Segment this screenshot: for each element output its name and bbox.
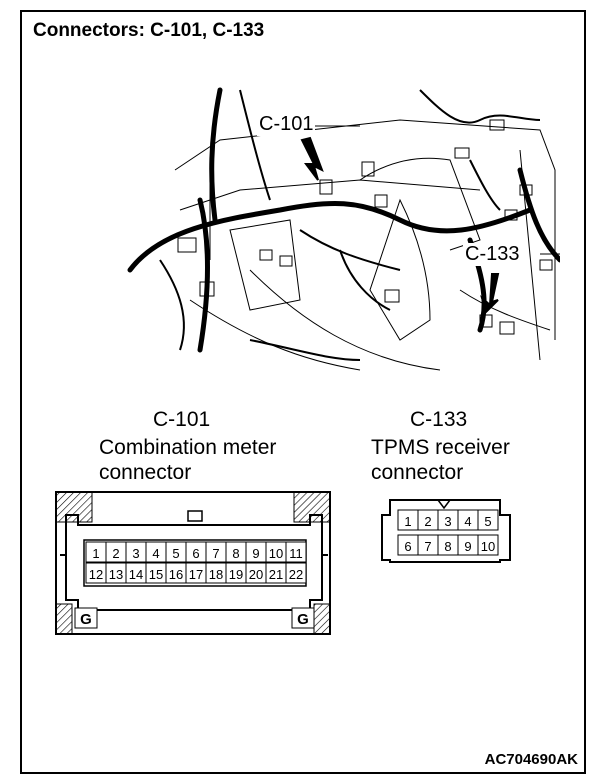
c101-callout-label: C-101 xyxy=(257,113,316,136)
pin-number: 21 xyxy=(269,567,283,582)
pin-number: 5 xyxy=(484,514,491,529)
pin-number: 11 xyxy=(289,546,303,561)
figure-id: AC704690AK xyxy=(484,751,578,768)
pin-number: 10 xyxy=(481,539,495,554)
pin-number: 5 xyxy=(172,546,179,561)
pin-number: 18 xyxy=(209,567,223,582)
c101-name-label: Combination meter xyxy=(99,436,277,459)
c133-callout-label: C-133 xyxy=(463,243,522,266)
pin-number: 4 xyxy=(464,514,471,529)
c133-name-label-2: connector xyxy=(371,461,464,484)
pin-number: 10 xyxy=(269,546,283,561)
pin-number: 16 xyxy=(169,567,183,582)
pin-number: 3 xyxy=(444,514,451,529)
pin-number: 14 xyxy=(129,567,143,582)
pin-number: 2 xyxy=(112,546,119,561)
pin-number: 8 xyxy=(444,539,451,554)
pin-number: 9 xyxy=(252,546,259,561)
pin-number: 6 xyxy=(404,539,411,554)
figure-frame xyxy=(20,10,586,774)
pin-number: 7 xyxy=(212,546,219,561)
pin-number: 6 xyxy=(192,546,199,561)
page-title: Connectors: C-101, C-133 xyxy=(33,20,265,41)
pin-number: 19 xyxy=(229,567,243,582)
dashboard-harness-illustration xyxy=(127,87,560,371)
pin-number: 7 xyxy=(424,539,431,554)
c133-id-label: C-133 xyxy=(410,408,468,431)
pin-number: 8 xyxy=(232,546,239,561)
pin-number: 22 xyxy=(289,567,303,582)
pin-cell xyxy=(285,541,307,563)
pin-cell xyxy=(477,509,499,531)
pin-number: 12 xyxy=(89,567,103,582)
pin-cell xyxy=(477,534,499,556)
pin-number: 4 xyxy=(152,546,159,561)
pin-number: 17 xyxy=(189,567,203,582)
pin-number: 15 xyxy=(149,567,163,582)
pin-cell xyxy=(285,562,307,584)
pin-number: 9 xyxy=(464,539,471,554)
pin-number: 20 xyxy=(249,567,263,582)
c133-name-label: TPMS receiver xyxy=(371,436,510,459)
c101-ground-label-right: G xyxy=(297,611,309,628)
pin-number: 1 xyxy=(404,514,411,529)
pin-number: 1 xyxy=(92,546,99,561)
c101-name-label-2: connector xyxy=(99,461,192,484)
pin-number: 13 xyxy=(109,567,123,582)
pin-number: 2 xyxy=(424,514,431,529)
c101-ground-label-left: G xyxy=(80,611,92,628)
c101-id-label: C-101 xyxy=(153,408,211,431)
pin-number: 3 xyxy=(132,546,139,561)
